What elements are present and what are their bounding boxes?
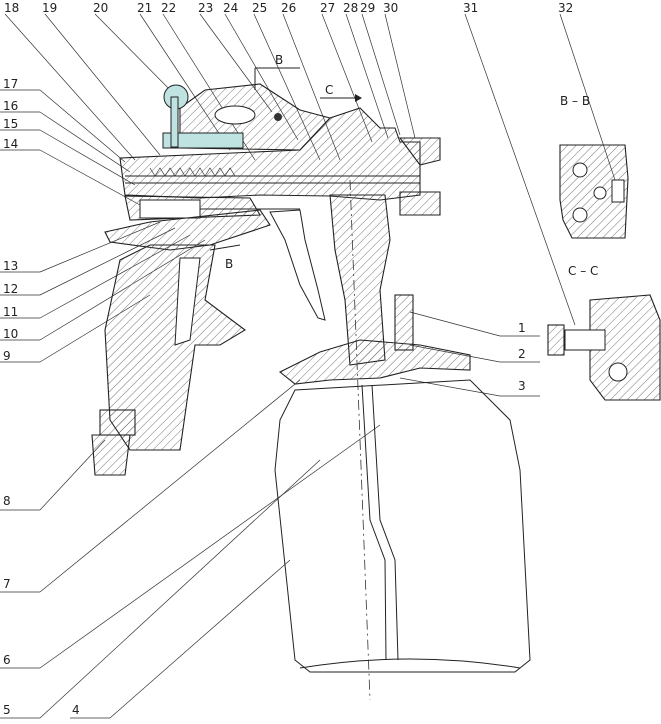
callout-28: 28 (343, 1, 358, 15)
arrow-b-top-label: B (275, 53, 283, 67)
right-callouts: 1 2 3 (518, 321, 526, 393)
callout-15: 15 (3, 117, 18, 131)
gun-body (104, 83, 441, 251)
callout-19: 19 (42, 1, 57, 15)
callout-6: 6 (3, 653, 11, 667)
callout-11: 11 (3, 305, 18, 319)
callout-22: 22 (161, 1, 176, 15)
callout-13: 13 (3, 259, 18, 273)
left-callouts: 17 16 15 14 13 12 11 10 9 8 7 6 5 4 (3, 77, 80, 717)
section-cc: C – C (547, 264, 661, 401)
callout-7: 7 (3, 577, 11, 591)
callout-20: 20 (93, 1, 108, 15)
callout-14: 14 (3, 137, 18, 151)
callout-5: 5 (3, 703, 11, 717)
callout-32: 32 (558, 1, 573, 15)
arrow-b-bottom-label: B (225, 257, 233, 271)
callout-30: 30 (383, 1, 398, 15)
section-arrows: B B C (209, 53, 362, 271)
callout-3: 3 (518, 379, 526, 393)
arrow-c-label: C (325, 83, 333, 97)
callout-1: 1 (518, 321, 526, 335)
handle (91, 244, 246, 476)
callout-29: 29 (360, 1, 375, 15)
callout-23: 23 (198, 1, 213, 15)
section-bb: B – B (559, 94, 629, 239)
callout-21: 21 (137, 1, 152, 15)
callout-10: 10 (3, 327, 18, 341)
callout-4: 4 (72, 703, 80, 717)
callout-25: 25 (252, 1, 267, 15)
callout-24: 24 (223, 1, 238, 15)
callout-18: 18 (4, 1, 19, 15)
callout-8: 8 (3, 494, 11, 508)
callout-16: 16 (3, 99, 18, 113)
callout-9: 9 (3, 349, 11, 363)
top-callouts: 18 19 20 21 22 23 24 25 26 27 28 29 30 3… (4, 1, 573, 15)
callout-27: 27 (320, 1, 335, 15)
top-leaders (4, 13, 616, 326)
callout-26: 26 (281, 1, 296, 15)
trigger (269, 209, 326, 321)
callout-12: 12 (3, 282, 18, 296)
paint-cup (274, 379, 531, 673)
callout-17: 17 (3, 77, 18, 91)
feed-assembly (278, 179, 471, 701)
callout-2: 2 (518, 347, 526, 361)
callout-31: 31 (463, 1, 478, 15)
section-cc-title: C – C (568, 264, 598, 278)
section-bb-title: B – B (560, 94, 590, 108)
